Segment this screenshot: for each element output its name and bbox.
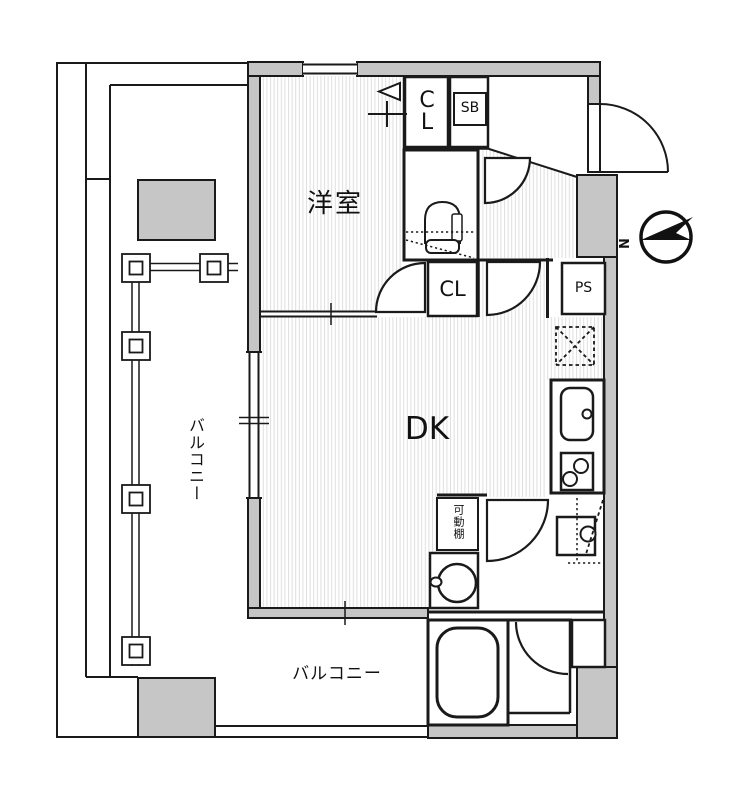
refrigerator-space (555, 326, 595, 366)
entrance-door (587, 103, 669, 173)
closet-top-box (403, 75, 450, 149)
label-balcony-left: バルコニー (186, 417, 205, 502)
washing-machine-space (555, 498, 604, 564)
dk-door-arc (485, 260, 542, 317)
balcony-outline (56, 62, 430, 738)
wall-niche (570, 618, 607, 669)
railing-posts (121, 253, 229, 666)
label-balcony-bottom: バルコニー (292, 664, 382, 684)
pipe-space-box (560, 261, 607, 316)
window-dk (239, 351, 269, 499)
label-shoe-box: SB (460, 100, 480, 116)
label-north: N (617, 238, 633, 249)
stove (559, 451, 595, 492)
label-western-room: 洋室 (306, 189, 363, 219)
balcony-pillar-bottom (137, 677, 216, 738)
window-top (302, 63, 358, 75)
closet-hall-box (426, 260, 479, 318)
bathtub (435, 626, 500, 719)
unit-walls (247, 61, 618, 739)
balcony-pillar-top (137, 179, 216, 241)
washbasin (428, 551, 480, 610)
label-closet-hall: CL (439, 277, 466, 301)
bath-door-arc (514, 621, 569, 676)
north-indicator (639, 210, 693, 264)
kitchen-sink (559, 386, 595, 442)
label-dk: DK (404, 411, 450, 447)
powder-room-door-arc (485, 498, 550, 563)
label-closet-top: C L (412, 90, 442, 134)
balcony-railing (121, 253, 238, 666)
label-pipe-space: PS (574, 280, 593, 296)
entrance-step-edge (485, 147, 578, 178)
western-room-door-arc (374, 261, 427, 314)
closet-door-marker (368, 81, 407, 127)
shoe-box (453, 92, 487, 126)
compass-arrow-icon (641, 217, 693, 240)
toilet-fixture (405, 200, 476, 259)
closet-top-line1: C (419, 88, 435, 113)
toilet-door-arc (483, 156, 532, 205)
movable-shelf-box (436, 497, 479, 551)
closet-top-line2: L (420, 110, 434, 135)
label-movable-shelf: 可動棚 (452, 504, 465, 540)
